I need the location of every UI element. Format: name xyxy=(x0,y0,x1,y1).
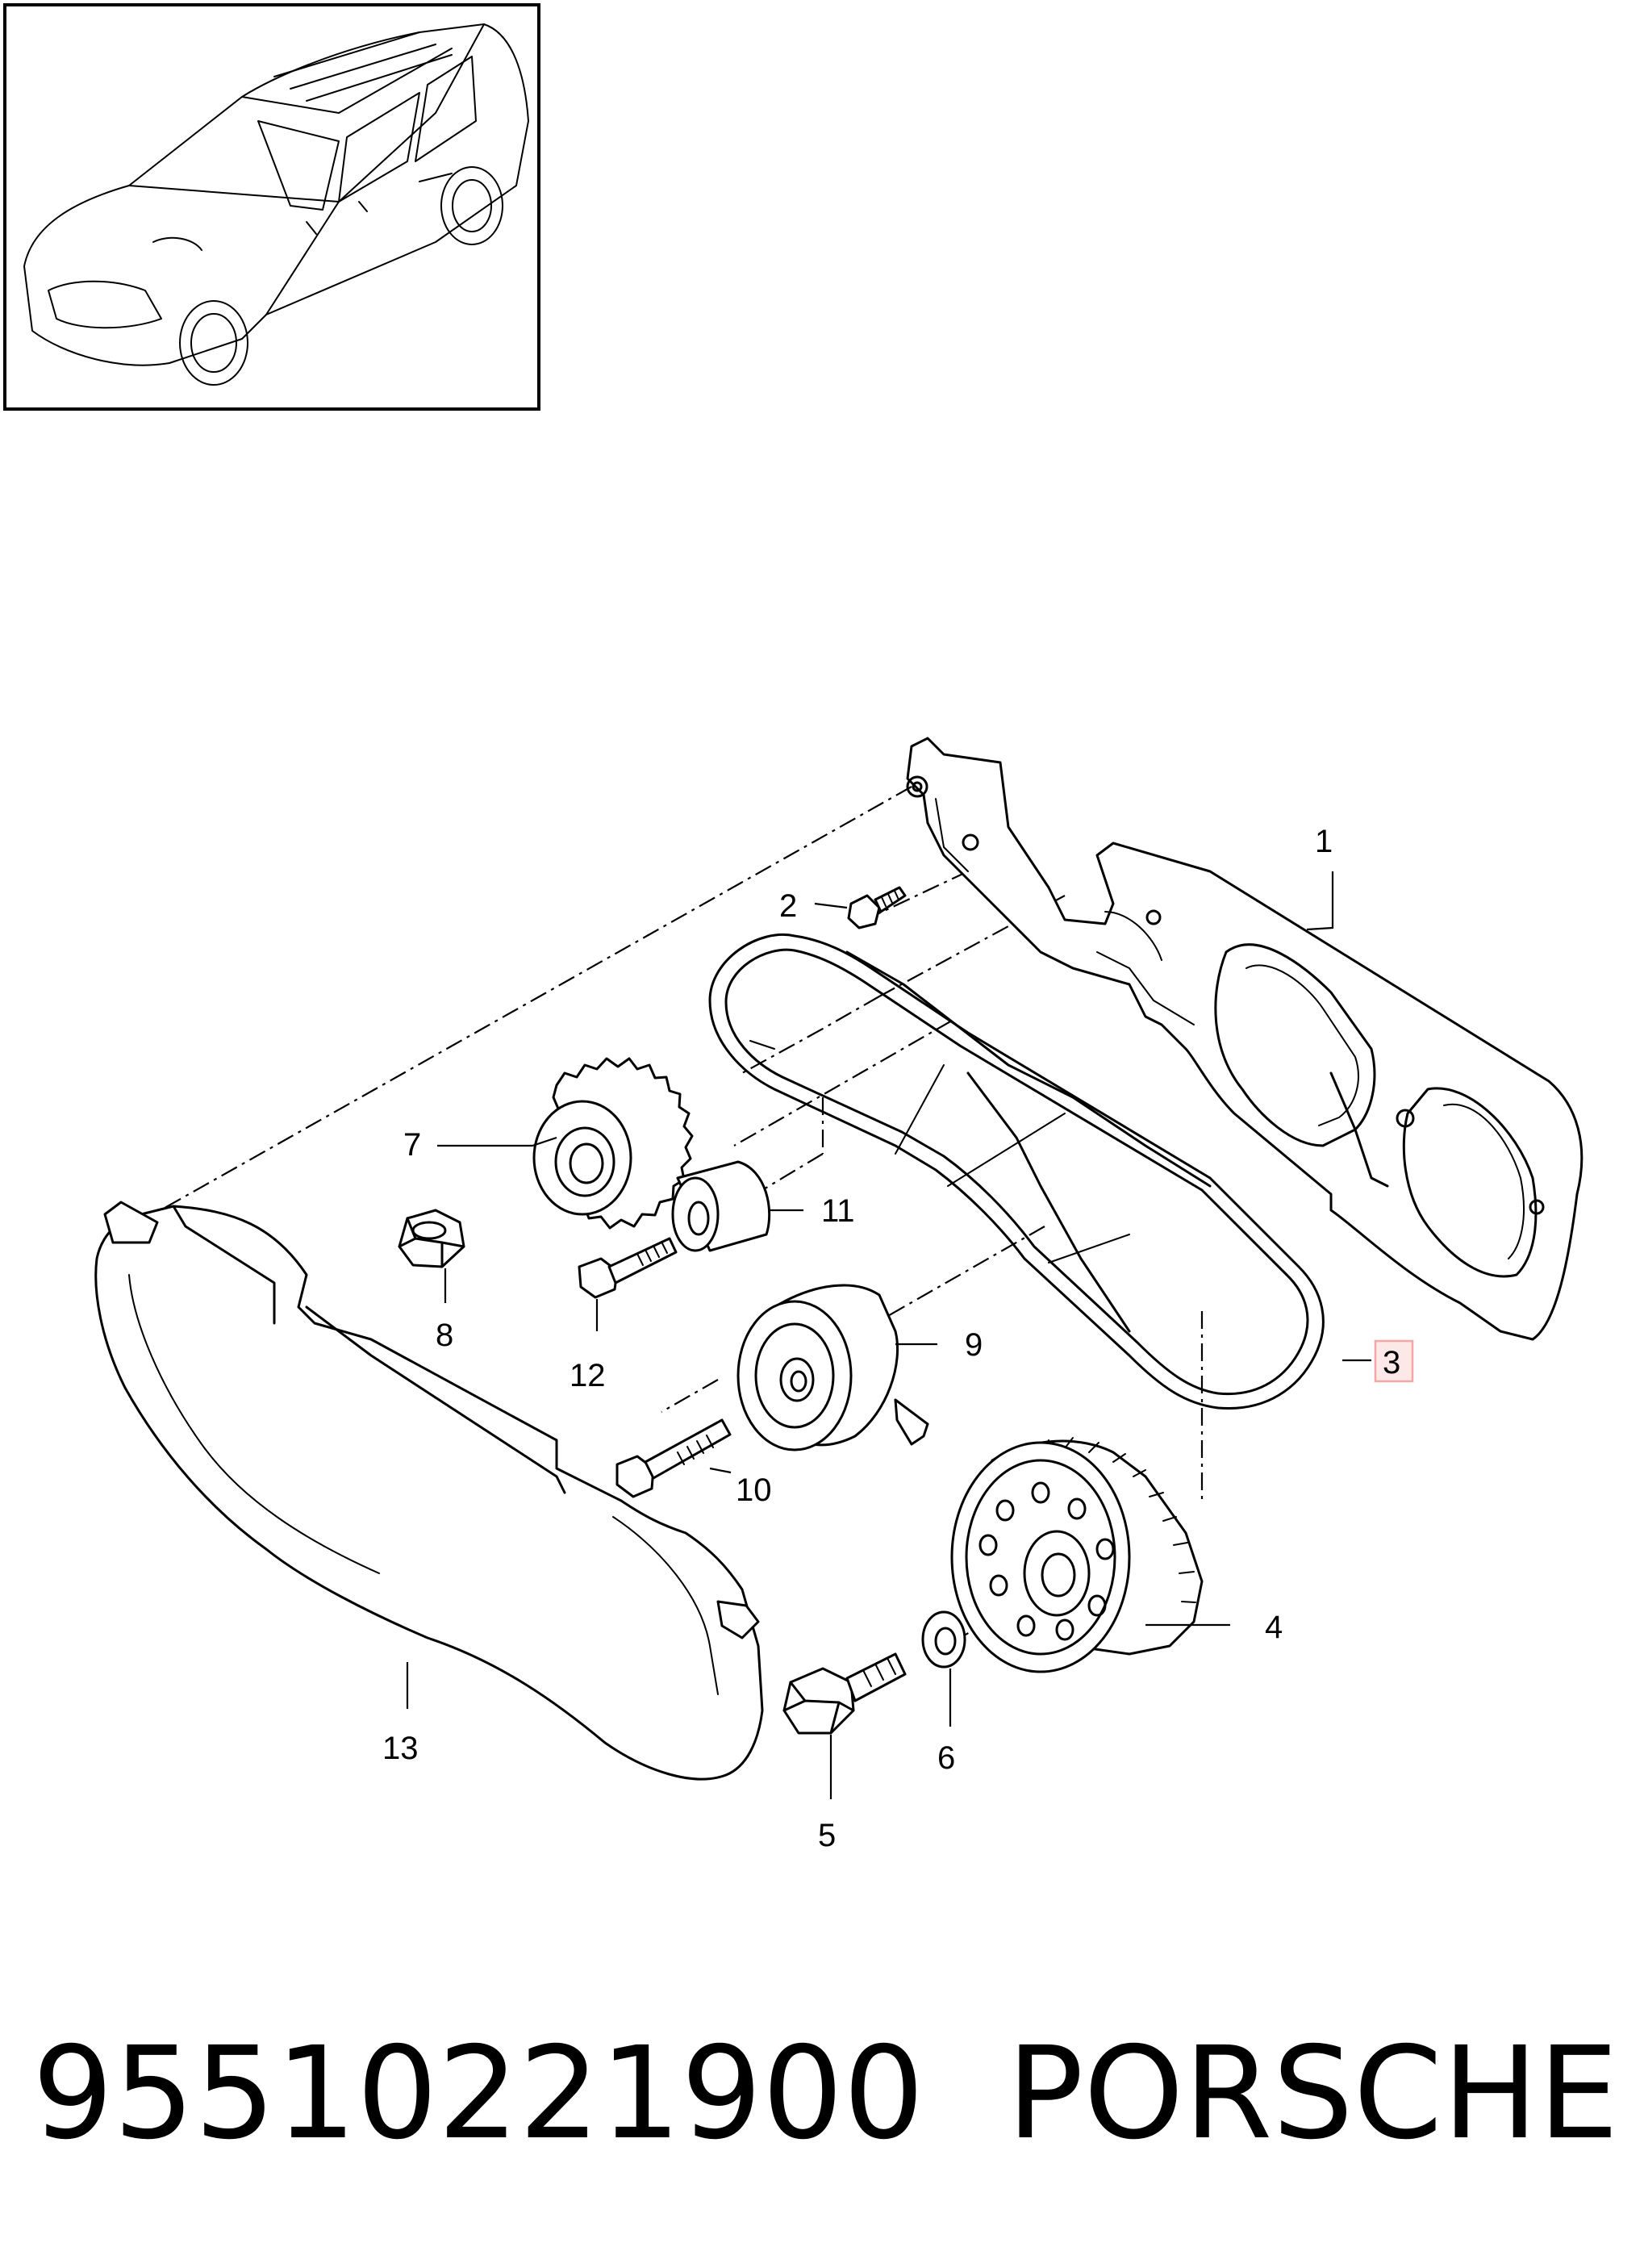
part-8-nut xyxy=(398,1209,465,1268)
callout-2[interactable]: 2 xyxy=(779,888,797,924)
part-9-tensioner-pulley xyxy=(736,1284,929,1451)
part-5-crank-bolt xyxy=(782,1652,907,1735)
callout-3-highlight xyxy=(1374,1339,1414,1383)
part-13-front-cover xyxy=(94,1201,764,1781)
part-7-gear xyxy=(532,1057,694,1230)
part-10-long-bolt xyxy=(615,1418,732,1498)
callout-12[interactable]: 12 xyxy=(570,1358,606,1393)
part-11-sleeve xyxy=(671,1160,771,1252)
part-6-washer xyxy=(921,1610,966,1669)
part-2-bolt xyxy=(847,886,907,929)
callout-9[interactable]: 9 xyxy=(965,1327,983,1363)
callout-6[interactable]: 6 xyxy=(937,1740,955,1776)
callout-5[interactable]: 5 xyxy=(818,1818,836,1853)
part-1-rear-cover xyxy=(906,737,1583,1341)
callout-7[interactable]: 7 xyxy=(403,1127,421,1163)
callout-10[interactable]: 10 xyxy=(736,1472,772,1508)
callout-8[interactable]: 8 xyxy=(436,1318,453,1353)
part-12-bolt xyxy=(578,1237,678,1299)
vehicle-thumbnail xyxy=(3,3,540,411)
part-4-sprocket xyxy=(950,1437,1204,1673)
callout-numbers: 1 2 3 4 5 6 7 8 9 10 11 12 13 xyxy=(382,824,1400,1853)
brand-name: PORSCHE xyxy=(1007,2019,1619,2168)
callout-3[interactable]: 3 xyxy=(1383,1345,1400,1380)
part-3-timing-belt xyxy=(708,934,1325,1410)
callout-4[interactable]: 4 xyxy=(1265,1610,1283,1645)
part-number: 95510221900 xyxy=(32,2019,924,2168)
callout-11[interactable]: 11 xyxy=(821,1193,855,1229)
callout-13[interactable]: 13 xyxy=(382,1731,419,1766)
callout-1[interactable]: 1 xyxy=(1315,824,1333,859)
callout-leaders xyxy=(406,871,1371,1799)
